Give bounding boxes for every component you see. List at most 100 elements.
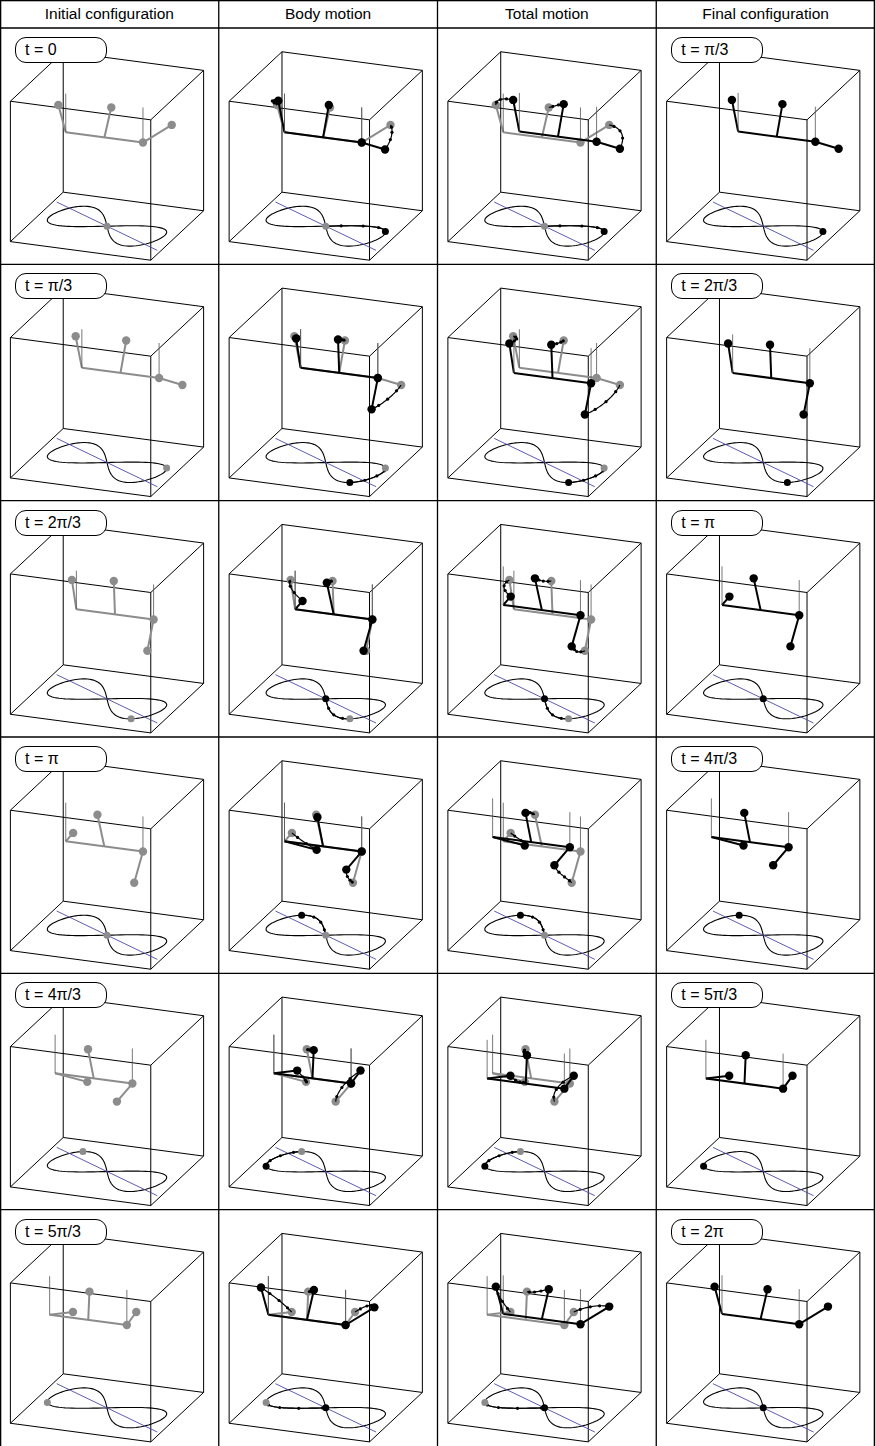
base-point — [565, 479, 572, 486]
joint-mass — [550, 861, 558, 869]
axis-line — [580, 107, 581, 142]
joint-mass — [83, 1078, 91, 1086]
bounding-box — [807, 779, 860, 828]
joint-mass — [69, 829, 77, 837]
joint-mass — [576, 847, 584, 855]
bounding-box — [666, 810, 667, 950]
base-curve — [485, 915, 604, 955]
bounding-box — [10, 478, 150, 497]
bounding-box — [150, 120, 151, 260]
body-link — [761, 1289, 768, 1319]
base-point — [382, 228, 389, 235]
axis-line — [76, 571, 77, 610]
joint-mass — [724, 339, 732, 347]
axis-line — [815, 107, 816, 142]
bounding-box — [370, 211, 423, 260]
base-point — [517, 1148, 524, 1155]
trace-arrow — [596, 226, 599, 229]
axis-line — [722, 566, 723, 605]
body-link — [711, 837, 743, 846]
trace-arrow — [518, 1081, 521, 1084]
bounding-box — [588, 543, 641, 592]
time-value: t = π/3 — [25, 276, 97, 296]
plot-cell — [448, 52, 641, 260]
bounding-box — [719, 997, 720, 1137]
trace-arrow — [621, 136, 624, 139]
joint-mass — [560, 1084, 568, 1092]
bounding-box — [281, 288, 282, 428]
motion-trace — [496, 99, 513, 105]
trace-arrow — [519, 839, 522, 842]
time-value: t = 5π/3 — [25, 1222, 97, 1242]
base-point — [104, 932, 111, 939]
joint-mass — [155, 374, 163, 382]
body-figure — [50, 1276, 141, 1329]
bounding-box — [448, 478, 588, 497]
body-link — [346, 1307, 375, 1325]
body-figure — [493, 1035, 574, 1106]
trace-arrow — [494, 1286, 497, 1289]
trace-arrow — [286, 1306, 289, 1309]
bounding-box — [501, 1137, 641, 1156]
base-curve — [266, 915, 385, 955]
bounding-box — [63, 192, 203, 211]
bounding-box — [229, 478, 369, 497]
base-curve — [704, 679, 823, 719]
trace-arrow — [511, 98, 514, 101]
bounding-box — [282, 52, 422, 71]
bounding-box — [667, 665, 720, 714]
joint-mass — [334, 335, 342, 343]
trace-arrow — [365, 1304, 368, 1307]
bounding-box — [370, 1392, 423, 1441]
trace-arrow — [531, 812, 534, 815]
bounding-box — [807, 447, 860, 496]
bounding-box — [10, 951, 150, 970]
body-link — [542, 108, 549, 138]
joint-mass — [310, 1286, 318, 1294]
plot-cell — [10, 997, 203, 1205]
body-link — [551, 581, 552, 614]
trace-arrow — [362, 650, 365, 653]
body-link — [72, 580, 77, 609]
bounding-box — [807, 683, 860, 732]
base-point — [128, 715, 135, 722]
bounding-box — [667, 1187, 807, 1206]
bounding-box — [807, 1065, 808, 1205]
body-link — [542, 1289, 549, 1319]
plot-cell — [229, 761, 422, 969]
body-link — [338, 340, 339, 373]
bounding-box — [588, 1065, 589, 1205]
bounding-box — [448, 951, 588, 970]
axis-line — [513, 571, 514, 610]
body-figure — [290, 329, 405, 389]
axis-line — [273, 1035, 274, 1074]
motion-trace — [326, 699, 350, 719]
axis-line — [799, 580, 800, 615]
joint-mass — [749, 574, 757, 582]
body-figure — [257, 1276, 379, 1329]
bounding-box — [370, 70, 423, 119]
bounding-box — [667, 478, 807, 497]
bounding-box — [501, 52, 641, 71]
base-curve — [266, 1388, 385, 1428]
bounding-box — [667, 1423, 807, 1442]
body-link — [312, 1050, 313, 1078]
axis-line — [295, 571, 296, 610]
joint-mass — [368, 615, 376, 623]
bounding-box — [588, 1302, 589, 1442]
bounding-box — [422, 779, 423, 919]
bounding-box — [229, 242, 369, 261]
bounding-box — [667, 574, 807, 593]
joint-mass — [107, 103, 115, 111]
base-point — [784, 479, 791, 486]
bounding-box — [719, 288, 720, 428]
time-value: t = 2π/3 — [681, 276, 753, 296]
bounding-box — [151, 211, 204, 260]
axis-line — [132, 1048, 133, 1083]
body-link — [585, 383, 591, 414]
joint-mass — [570, 1071, 578, 1079]
bounding-box — [807, 1156, 860, 1205]
bounding-box — [151, 1016, 204, 1065]
bounding-box — [719, 901, 859, 920]
joint-mass — [587, 379, 595, 387]
